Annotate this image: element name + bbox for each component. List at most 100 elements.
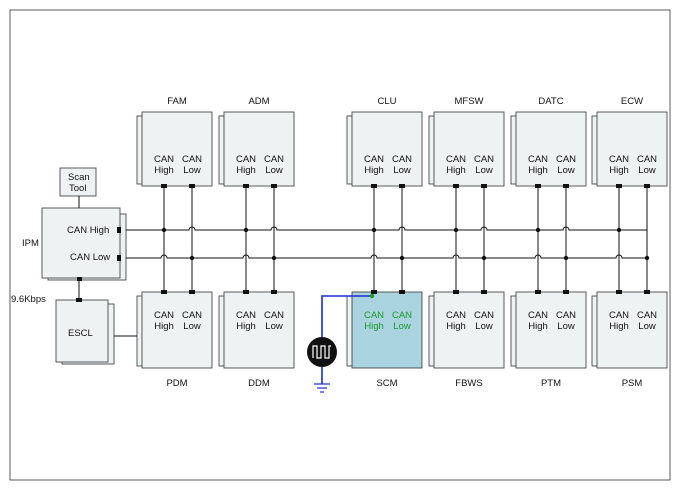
module-box — [141, 291, 213, 369]
probe-wire — [321, 295, 372, 340]
can-high-label: CAN — [236, 154, 256, 165]
module-name: CLU — [377, 96, 396, 107]
can-high-pin — [371, 290, 377, 294]
can-low-label: CAN — [392, 310, 412, 321]
can-high-pin — [616, 184, 622, 188]
can-high-junction — [616, 227, 622, 233]
ipm-can-high-pin — [117, 227, 121, 233]
can-high-pin — [243, 290, 249, 294]
can-high-label: CAN — [609, 310, 629, 321]
can-low-bus — [121, 254, 647, 259]
can-low-label: Low — [265, 165, 283, 176]
module-box — [223, 291, 295, 369]
module-name: DDM — [248, 378, 270, 389]
can-bus-lines — [121, 186, 650, 292]
module-box — [351, 291, 423, 369]
ipm-escl-pin — [77, 277, 82, 281]
module-box — [351, 111, 423, 187]
can-high-label: CAN — [446, 154, 466, 165]
can-low-label: CAN — [182, 310, 202, 321]
can-low-label: CAN — [556, 310, 576, 321]
module-name: FAM — [167, 96, 187, 107]
can-low-label: Low — [393, 321, 411, 332]
can-high-label: CAN — [609, 154, 629, 165]
can-low-junction — [644, 255, 650, 261]
can-high-label: CAN — [154, 310, 174, 321]
can-low-label: Low — [393, 165, 411, 176]
can-low-pin — [189, 184, 195, 188]
ipm-can-low-pin — [117, 255, 121, 261]
escl-label: ESCL — [68, 328, 93, 339]
can-high-label: CAN — [236, 310, 256, 321]
can-low-junction — [399, 255, 405, 261]
scan-tool-label-line1: Scan — [68, 172, 90, 183]
ipm-can-low-label: CAN Low — [70, 252, 110, 263]
can-high-label: CAN — [528, 154, 548, 165]
can-low-junction — [481, 255, 487, 261]
module-name: SCM — [376, 378, 397, 389]
can-low-label: CAN — [182, 154, 202, 165]
signal-probe — [307, 293, 375, 393]
can-high-label: CAN — [528, 310, 548, 321]
can-low-pin — [271, 290, 277, 294]
can-high-pin — [243, 184, 249, 188]
can-low-label: CAN — [264, 310, 284, 321]
can-high-pin — [371, 184, 377, 188]
can-low-pin — [563, 290, 569, 294]
escl-speed-label: 9.6Kbps — [11, 294, 46, 305]
can-low-label: Low — [557, 321, 575, 332]
square-wave-generator-icon — [307, 337, 337, 367]
can-high-junction — [453, 227, 459, 233]
module-box — [515, 111, 587, 187]
module-name: PSM — [622, 378, 643, 389]
scan-tool-label-line2: Tool — [69, 183, 86, 194]
can-high-label: High — [364, 165, 384, 176]
ipm-can-high-label: CAN High — [67, 225, 109, 236]
escl-top-pin — [76, 298, 82, 302]
ipm-label: IPM — [22, 238, 39, 249]
can-low-label: CAN — [637, 154, 657, 165]
square-wave-symbol — [312, 345, 331, 359]
can-low-label: CAN — [637, 310, 657, 321]
can-low-label: Low — [475, 321, 493, 332]
module-box — [596, 111, 668, 187]
can-high-label: CAN — [446, 310, 466, 321]
can-low-junction — [189, 255, 195, 261]
diagram-frame — [9, 9, 671, 481]
can-low-label: Low — [183, 321, 201, 332]
ipm-module: IPM CAN High CAN Low — [22, 207, 127, 281]
can-low-label: CAN — [556, 154, 576, 165]
can-low-label: Low — [475, 165, 493, 176]
can-low-pin — [481, 184, 487, 188]
can-high-pin — [161, 184, 167, 188]
module-box — [515, 291, 587, 369]
module-name: MFSW — [454, 96, 483, 107]
can-high-label: High — [154, 321, 174, 332]
can-high-label: High — [236, 165, 256, 176]
can-low-pin — [644, 184, 650, 188]
can-high-label: High — [446, 165, 466, 176]
can-low-pin — [644, 290, 650, 294]
can-high-pin — [535, 290, 541, 294]
can-low-junction — [271, 255, 277, 261]
can-low-pin — [563, 184, 569, 188]
can-low-label: CAN — [474, 310, 494, 321]
can-low-pin — [189, 290, 195, 294]
module-name: ADM — [248, 96, 269, 107]
can-high-junction — [535, 227, 541, 233]
can-high-pin — [453, 184, 459, 188]
module-name: FBWS — [455, 378, 482, 389]
can-high-label: High — [364, 321, 384, 332]
can-low-label: Low — [638, 321, 656, 332]
can-high-label: CAN — [154, 154, 174, 165]
can-low-label: Low — [557, 165, 575, 176]
module-box — [433, 111, 505, 187]
can-high-junction — [161, 227, 167, 233]
module-group: FAMCANHighCANLowADMCANHighCANLowCLUCANHi… — [136, 96, 668, 389]
